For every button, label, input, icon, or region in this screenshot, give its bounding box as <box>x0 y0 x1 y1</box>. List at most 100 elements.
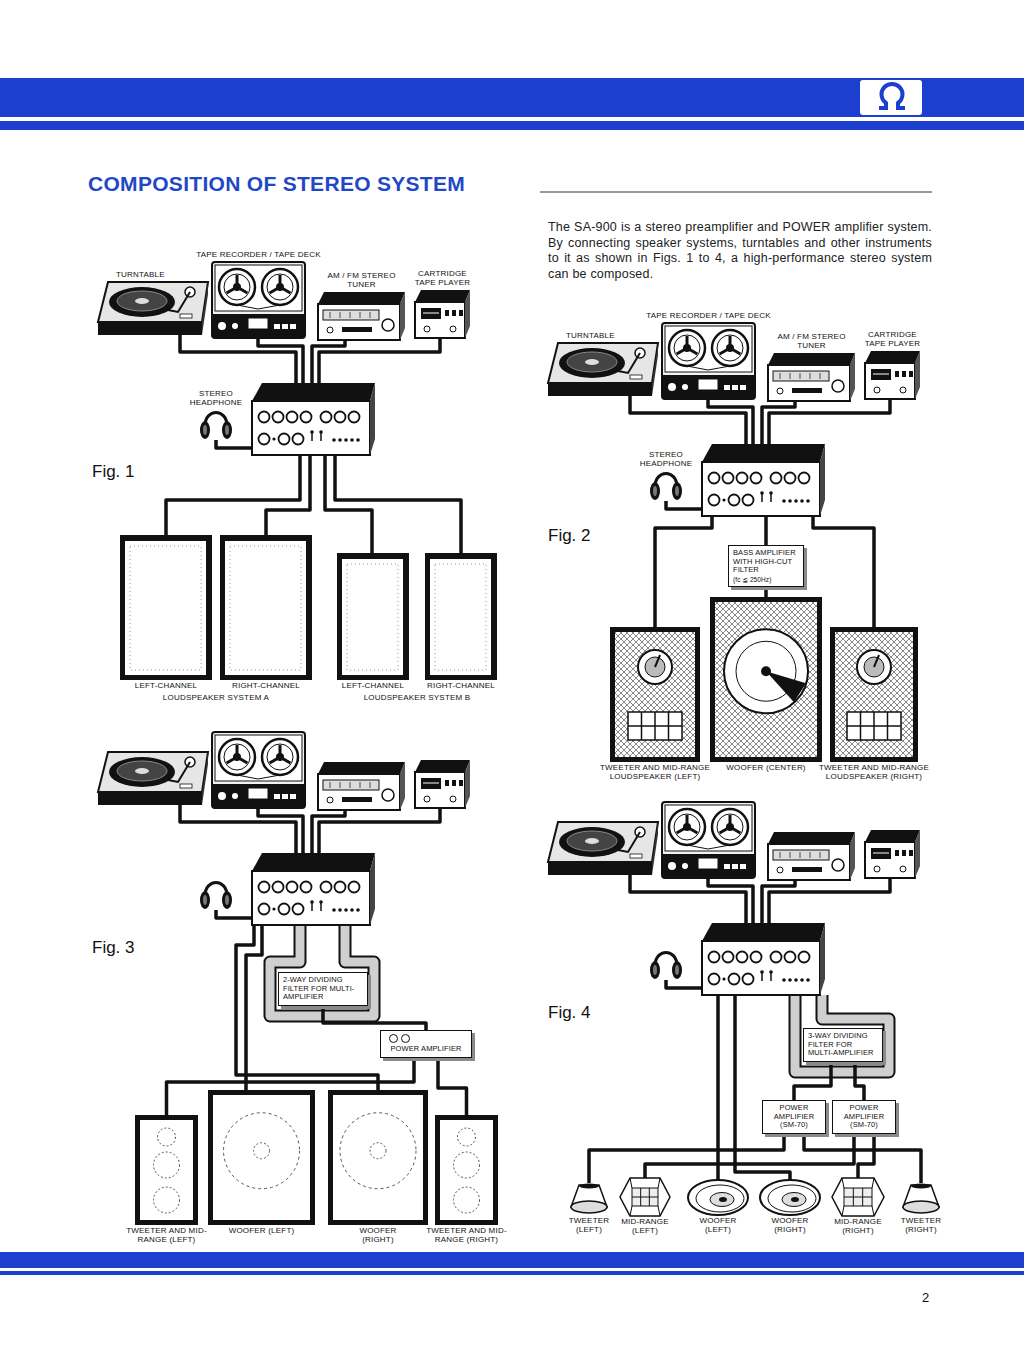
speaker-cabinet <box>328 1090 428 1225</box>
cable <box>762 880 795 923</box>
horn-fin <box>628 725 682 727</box>
component-box: 3-WAY DIVIDING FILTER FOR MULTI-AMPLIFIE… <box>803 1028 883 1062</box>
speaker-cabinet <box>220 535 312 680</box>
part-label: WOOFER (CENTER) <box>726 764 806 773</box>
player-button <box>909 850 913 856</box>
cartridge-player-top <box>865 830 920 842</box>
deck-knob <box>232 323 238 329</box>
horn-edge <box>658 1178 660 1188</box>
turntable-platter <box>109 287 175 317</box>
preamp-push-button <box>356 908 360 912</box>
tuner-side <box>850 832 855 880</box>
dial-tick <box>800 373 801 379</box>
box-label: 3-WAY DIVIDING FILTER FOR MULTI-AMPLIFIE… <box>808 1032 878 1058</box>
preamp-side <box>370 853 375 925</box>
tape-path <box>687 845 730 849</box>
signal-cable <box>858 1134 874 1178</box>
cable <box>630 396 746 444</box>
speaker-cabinet <box>337 553 409 680</box>
tape-deck-control-panel <box>662 375 755 399</box>
cable <box>180 335 296 383</box>
deck-button <box>274 794 280 799</box>
turntable-plinth <box>548 343 658 383</box>
earcup-pad <box>675 486 679 496</box>
turntable-base <box>98 322 202 335</box>
speaker-grille <box>835 632 913 757</box>
tape-deck-panel <box>665 326 752 372</box>
preamp-push-button <box>344 908 348 912</box>
audio-device: STEREO HEADPHONE <box>200 410 232 440</box>
preamp-knob <box>293 904 304 915</box>
tuning-knob <box>832 380 844 392</box>
dial-tick <box>780 373 781 379</box>
preamp-push-button <box>350 908 354 912</box>
player-button <box>459 780 463 786</box>
player-knob <box>450 326 456 332</box>
speaker-grille <box>440 1120 493 1220</box>
preamp-knob <box>771 952 782 963</box>
horn-throat <box>632 1188 658 1206</box>
reel-hub <box>276 753 284 761</box>
tuning-knob <box>382 319 394 331</box>
cable <box>708 399 753 444</box>
cable <box>335 455 461 553</box>
cable <box>666 980 702 988</box>
speaker-cabinet <box>435 1115 498 1225</box>
record-label <box>135 768 149 774</box>
preamp-push-button <box>800 499 804 503</box>
figure-number: Fig. 1 <box>92 462 135 482</box>
preamp-knob <box>321 882 332 893</box>
tuner-strip <box>792 388 822 393</box>
player-knob <box>900 866 906 872</box>
cable <box>319 338 440 383</box>
preamp-knob <box>273 412 284 423</box>
part-label: WOOFER (RIGHT) <box>759 1217 821 1235</box>
player-button <box>459 310 463 316</box>
grille-edge <box>230 546 301 670</box>
preamp-knob <box>709 473 720 484</box>
tape-reel-ring <box>267 744 293 770</box>
cutoff-note: (fc ≦ 250Hz) <box>733 576 799 583</box>
dial-tick <box>800 852 801 858</box>
preamp-push-button <box>806 978 810 982</box>
record <box>567 831 617 851</box>
horn-fin <box>847 725 901 727</box>
signal-band <box>795 995 889 1072</box>
woofer-surround <box>696 1185 744 1212</box>
deck-knob <box>682 384 688 390</box>
tweeter-mark <box>874 655 879 667</box>
cartridge-player-side <box>465 760 470 808</box>
earcup-pad <box>675 965 679 975</box>
preamp-knob <box>259 434 270 445</box>
cable <box>216 910 252 918</box>
part-label: WOOFER (RIGHT) <box>343 1227 413 1245</box>
part-label: MID-RANGE (LEFT) <box>619 1218 671 1236</box>
box-label: POWER AMPLIFIER (SM-70) <box>837 1104 891 1130</box>
cartridge-player-top <box>415 760 470 772</box>
part-label: WOOFER (LEFT) <box>687 1217 749 1235</box>
toggle-tip <box>769 491 773 495</box>
intro-paragraph: The SA-900 is a stereo preamplifier and … <box>548 220 932 282</box>
player-knob <box>424 796 430 802</box>
preamp-knob <box>729 495 740 506</box>
turntable-base <box>98 792 202 805</box>
tape-deck-body <box>212 262 305 338</box>
cable <box>319 808 440 853</box>
preamp-knob <box>729 974 740 985</box>
horn-cell <box>844 1197 872 1198</box>
deck-knob <box>218 322 226 330</box>
tuner-strip <box>792 867 822 872</box>
page-title: COMPOSITION OF STEREO SYSTEM <box>88 172 465 196</box>
preamp-push-button <box>338 908 342 912</box>
loudspeaker: TWEETER AND MID-RANGE LOUDSPEAKER (LEFT) <box>610 627 700 762</box>
dial-tick <box>810 852 811 858</box>
deck-knob <box>682 863 688 869</box>
cable <box>312 810 345 853</box>
tuner-top <box>318 292 405 304</box>
tape-deck-control-panel <box>662 854 755 878</box>
horn-body <box>832 1178 884 1216</box>
preamp-knob <box>743 974 754 985</box>
player-knob <box>874 387 880 393</box>
preamp-knob <box>349 412 360 423</box>
loudspeaker: LEFT-CHANNEL <box>337 553 409 680</box>
